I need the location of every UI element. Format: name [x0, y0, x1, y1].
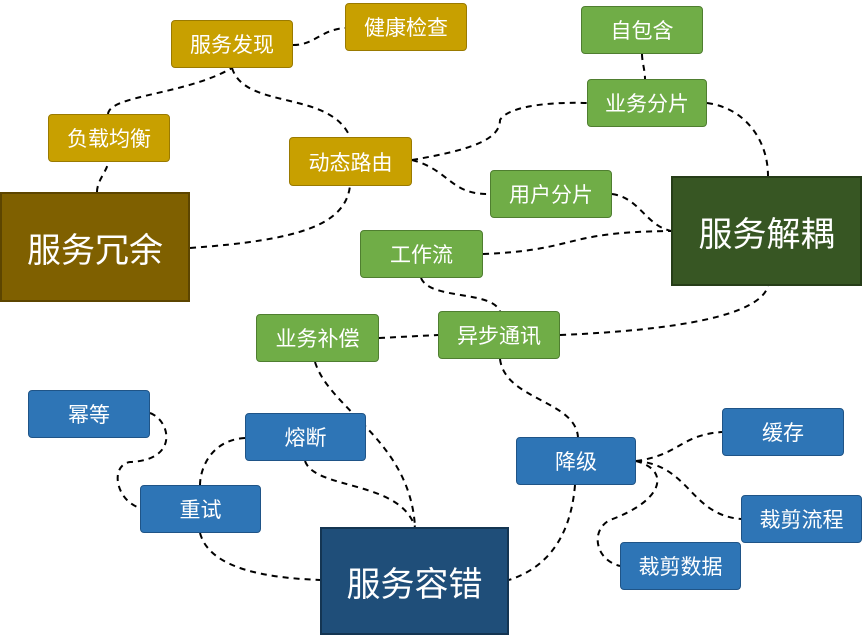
edge-routing-user — [411, 159, 491, 196]
edge-user-decoupling — [611, 193, 672, 232]
node-label: 业务补偿 — [275, 327, 360, 351]
node-label: 用户分片 — [509, 183, 593, 207]
node-degrade[interactable]: 降级 — [516, 437, 636, 485]
node-async-communication[interactable]: 异步通讯 — [438, 311, 560, 359]
node-label: 服务冗余 — [27, 230, 163, 271]
edge-selfcontained-sharding — [641, 53, 646, 80]
node-label: 重试 — [179, 498, 222, 522]
node-label: 裁剪流程 — [759, 508, 844, 532]
edge-idempotent-retry — [116, 412, 168, 509]
node-self-contained[interactable]: 自包含 — [581, 6, 703, 54]
node-label: 负载均衡 — [67, 127, 151, 151]
edge-compensation-async — [378, 334, 439, 339]
node-label: 熔断 — [284, 426, 327, 450]
node-label: 异步通讯 — [457, 324, 541, 348]
node-service-decoupling[interactable]: 服务解耦 — [671, 176, 862, 286]
node-retry[interactable]: 重试 — [140, 485, 261, 533]
node-label: 健康检查 — [364, 16, 448, 40]
node-label: 降级 — [555, 450, 597, 474]
node-label: 裁剪数据 — [638, 555, 723, 579]
edge-degrade-tolerance — [508, 484, 576, 581]
node-workflow[interactable]: 工作流 — [360, 230, 483, 278]
edge-async-decoupling — [559, 285, 769, 336]
edge-routing-sharding — [411, 101, 588, 161]
edge-async-degrade — [499, 358, 579, 438]
edge-degrade-cache — [635, 431, 723, 462]
node-health-check[interactable]: 健康检查 — [345, 3, 467, 51]
edge-compensation-tolerance — [314, 361, 416, 528]
node-cache[interactable]: 缓存 — [722, 408, 844, 456]
node-circuit-breaker[interactable]: 熔断 — [245, 413, 366, 461]
node-business-sharding[interactable]: 业务分片 — [587, 79, 707, 127]
node-label: 幂等 — [68, 403, 110, 427]
node-label: 服务解耦 — [698, 214, 835, 255]
edge-circuit-retry — [199, 437, 246, 486]
edge-discovery-health — [292, 27, 346, 46]
node-label: 缓存 — [762, 421, 804, 445]
edge-degrade-trimdata — [596, 460, 659, 567]
node-trim-data[interactable]: 裁剪数据 — [620, 542, 741, 590]
node-service-discovery[interactable]: 服务发现 — [171, 20, 293, 68]
node-dynamic-routing[interactable]: 动态路由 — [289, 137, 412, 186]
node-label: 动态路由 — [308, 150, 393, 175]
edge-loadbalance-discovery — [107, 67, 233, 115]
edge-retry-tolerance — [199, 532, 321, 581]
edge-degrade-trimprocess — [635, 460, 742, 520]
node-trim-process[interactable]: 裁剪流程 — [741, 495, 862, 543]
node-label: 工作流 — [390, 243, 453, 267]
node-service-redundancy[interactable]: 服务冗余 — [0, 192, 190, 302]
node-label: 服务容错 — [346, 564, 483, 605]
node-label: 自包含 — [610, 19, 674, 43]
edge-workflow-decoupling — [482, 230, 672, 255]
node-business-compensation[interactable]: 业务补偿 — [256, 314, 379, 362]
node-idempotent[interactable]: 幂等 — [28, 390, 150, 438]
edge-redundancy-routing — [189, 185, 351, 249]
edge-redundancy-loadbalance — [96, 161, 109, 193]
edge-sharding-decoupling — [706, 102, 769, 177]
node-service-fault-tolerance[interactable]: 服务容错 — [320, 527, 509, 635]
node-label: 服务发现 — [190, 33, 274, 57]
node-user-sharding[interactable]: 用户分片 — [490, 170, 612, 218]
node-load-balance[interactable]: 负载均衡 — [48, 114, 170, 162]
edge-circuit-tolerance — [304, 460, 416, 528]
node-label: 业务分片 — [605, 92, 689, 116]
edge-discovery-routing — [231, 67, 351, 138]
edge-workflow-async — [420, 277, 501, 312]
